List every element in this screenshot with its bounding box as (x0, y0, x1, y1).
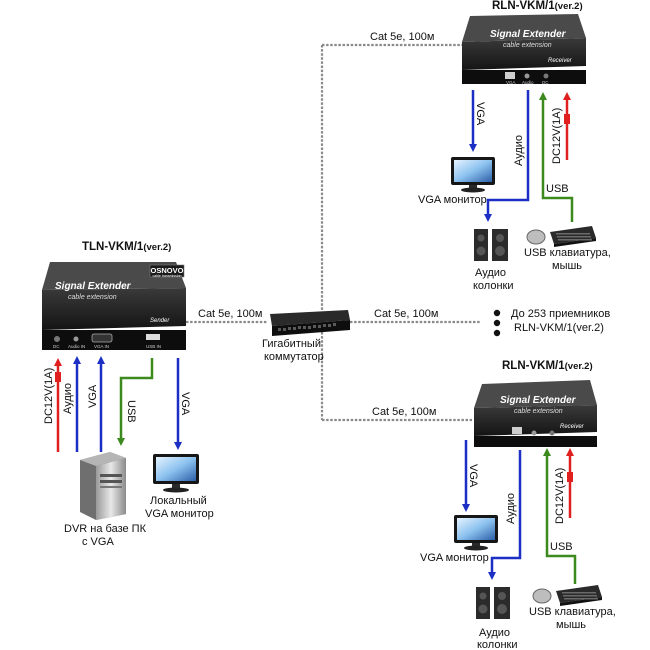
audio-arrow-rx-top (484, 90, 530, 222)
dvr-pc-icon (80, 452, 126, 520)
rx-bottom-usb-label: USB (550, 541, 573, 553)
rx-bottom-power-label: DC12V(1A) (554, 468, 566, 524)
svg-text:Receiver: Receiver (548, 58, 573, 64)
svg-text:Signal Extender: Signal Extender (490, 29, 567, 40)
svg-text:Audio: Audio (522, 80, 534, 85)
svg-text:VGA: VGA (506, 80, 516, 85)
rj45-port (505, 72, 515, 79)
switch-label-line2: коммутатор (264, 351, 324, 363)
vga-monitor-icon-top (451, 157, 495, 193)
vga-in-port (91, 333, 113, 343)
audio-in-port (73, 336, 79, 342)
speakers-icon-bottom (476, 587, 510, 619)
svg-text:Receiver: Receiver (560, 424, 585, 430)
vga-monitor-label-top: VGA монитор (418, 194, 487, 206)
usb-arrow-rx-top (539, 92, 574, 222)
tx-usb-label: USB (125, 400, 137, 423)
extra-receivers-line1: До 253 приемников (511, 308, 610, 320)
usb-in-port (146, 334, 160, 340)
svg-text:cable extension: cable extension (503, 42, 552, 49)
transmitter-subtitle: cable extension (68, 294, 117, 301)
speakers-bottom-line1: Аудио (479, 627, 510, 639)
vga-monitor-label-bottom: VGA монитор (420, 552, 489, 564)
audio-out-port-bottom (531, 430, 537, 436)
svg-text:USB IN: USB IN (146, 344, 161, 349)
speakers-bottom-line2: колонки (477, 639, 518, 650)
dc-port-top (543, 73, 549, 79)
dc-port-bottom (549, 430, 555, 436)
local-monitor-line2: VGA монитор (145, 508, 214, 520)
keyboard-top-line1: USB клавиатура, (524, 247, 611, 259)
local-monitor-icon (153, 454, 199, 493)
keyboard-mouse-icon-top (526, 226, 596, 247)
svg-text:DC: DC (53, 344, 60, 349)
transmitter-arrows (54, 356, 182, 452)
keyboard-bottom-line1: USB клавиатура, (529, 606, 616, 618)
rx-top-power-label: DC12V(1A) (551, 108, 563, 164)
usb-arrow-rx-bottom (543, 448, 577, 584)
rx-bottom-vga-label: VGA (467, 464, 479, 488)
receiver-bottom-device: Signal Extender cable extension Receiver (474, 380, 597, 447)
transmitter-device: OSNOVO cable transmission Signal Extende… (42, 262, 186, 350)
rx-top-audio-label: Аудио (513, 135, 525, 166)
svg-text:DC: DC (542, 80, 549, 85)
osnovo-logo (149, 264, 185, 278)
transmitter-side-label: Sender (150, 318, 170, 324)
dvr-label-line1: DVR на базе ПК (64, 523, 147, 535)
keyboard-top-line2: мышь (552, 260, 582, 272)
receiver-top-device: Signal Extender cable extension Receiver… (462, 14, 586, 85)
switch-label-line1: Гигабитный (262, 338, 321, 350)
svg-text:cable transmission: cable transmission (153, 274, 182, 278)
tx-audio-label: Аудио (62, 383, 74, 414)
local-monitor-line1: Локальный (150, 495, 207, 507)
speakers-icon-top (474, 229, 508, 261)
transmitter-model: TLN-VKM/1(ver.2) (82, 241, 171, 253)
cable-label-tx: Cat 5e, 100м (198, 308, 262, 320)
rx-bottom-audio-label: Аудио (505, 493, 517, 524)
ellipsis-dots (493, 309, 501, 337)
usb-arrow-tx (117, 358, 154, 446)
keyboard-mouse-icon-bottom (532, 585, 602, 606)
dc-port (54, 336, 60, 342)
svg-text:cable extension: cable extension (514, 408, 563, 415)
cable-label-bottom: Cat 5e, 100м (372, 406, 436, 418)
receiver-top-model: RLN-VKM/1(ver.2) (492, 0, 583, 12)
receiver-bottom-arrows (462, 440, 577, 584)
vga-monitor-icon-bottom (454, 515, 498, 551)
speakers-top-line2: колонки (473, 280, 514, 292)
receiver-top-arrows (469, 90, 574, 222)
tx-vga-label: VGA (87, 384, 99, 408)
svg-text:OSNOVO: OSNOVO (151, 266, 184, 275)
tx-power-label: DC12V(1A) (43, 368, 55, 424)
cable-label-top: Cat 5e, 100м (370, 31, 434, 43)
audio-out-port (524, 73, 530, 79)
audio-arrow-rx-bottom (488, 450, 522, 580)
gigabit-switch (270, 310, 350, 336)
rx-top-usb-label: USB (546, 183, 569, 195)
extra-receivers-line2: RLN-VKM/1(ver.2) (514, 322, 604, 334)
local-vga-label: VGA (179, 392, 191, 416)
transmitter-title: Signal Extender (55, 281, 132, 292)
receiver-bottom-model: RLN-VKM/1(ver.2) (502, 360, 593, 372)
dvr-label-line2: с VGA (82, 536, 114, 548)
speakers-top-line1: Аудио (475, 267, 506, 279)
rj45-port-bottom (512, 427, 522, 434)
svg-text:Audio IN: Audio IN (68, 344, 85, 349)
cable-label-middle: Cat 5e, 100м (374, 308, 438, 320)
cat5e-cables (186, 43, 480, 422)
rx-top-vga-label: VGA (474, 102, 486, 126)
svg-text:Signal Extender: Signal Extender (500, 395, 577, 406)
keyboard-bottom-line2: мышь (556, 619, 586, 631)
svg-text:VGA IN: VGA IN (94, 344, 109, 349)
